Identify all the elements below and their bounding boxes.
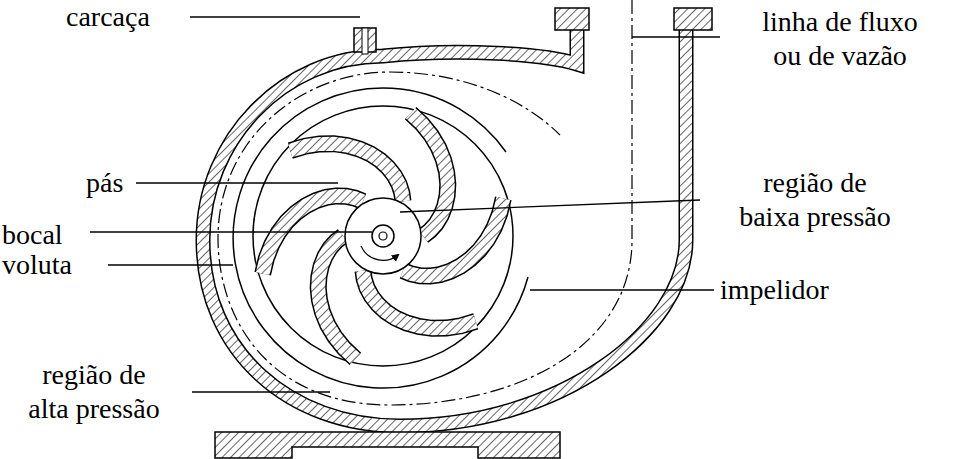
casing-wall-outline xyxy=(203,30,686,426)
part-label: linha de fluxo ou de vazão xyxy=(762,5,918,73)
pump-base xyxy=(215,432,560,458)
part-label: voluta xyxy=(2,248,72,282)
rotation-arrow xyxy=(361,246,398,260)
outlet-flange xyxy=(674,8,712,30)
leader-lines xyxy=(90,17,720,392)
region-label: região de alta pressão xyxy=(28,358,159,426)
blade-outline xyxy=(290,144,403,202)
vent-hole xyxy=(362,28,368,54)
nozzle-eye xyxy=(372,225,394,247)
part-label: pás xyxy=(86,166,123,200)
outlet-flange xyxy=(555,8,589,30)
volute-line xyxy=(233,88,528,388)
impeller-blades xyxy=(263,113,504,359)
part-label: carcaça xyxy=(66,0,150,34)
casing-wall-hatch xyxy=(203,30,686,426)
impeller-rim xyxy=(253,106,513,366)
impeller-hub xyxy=(345,198,421,274)
part-label: impelidor xyxy=(720,273,829,307)
blade-outline xyxy=(363,271,476,329)
blade-hatch xyxy=(290,144,403,202)
shaft xyxy=(379,232,387,240)
part-label: bocal xyxy=(2,218,63,252)
region-label: região de baixa pressão xyxy=(739,166,891,234)
blade-hatch xyxy=(363,271,476,329)
